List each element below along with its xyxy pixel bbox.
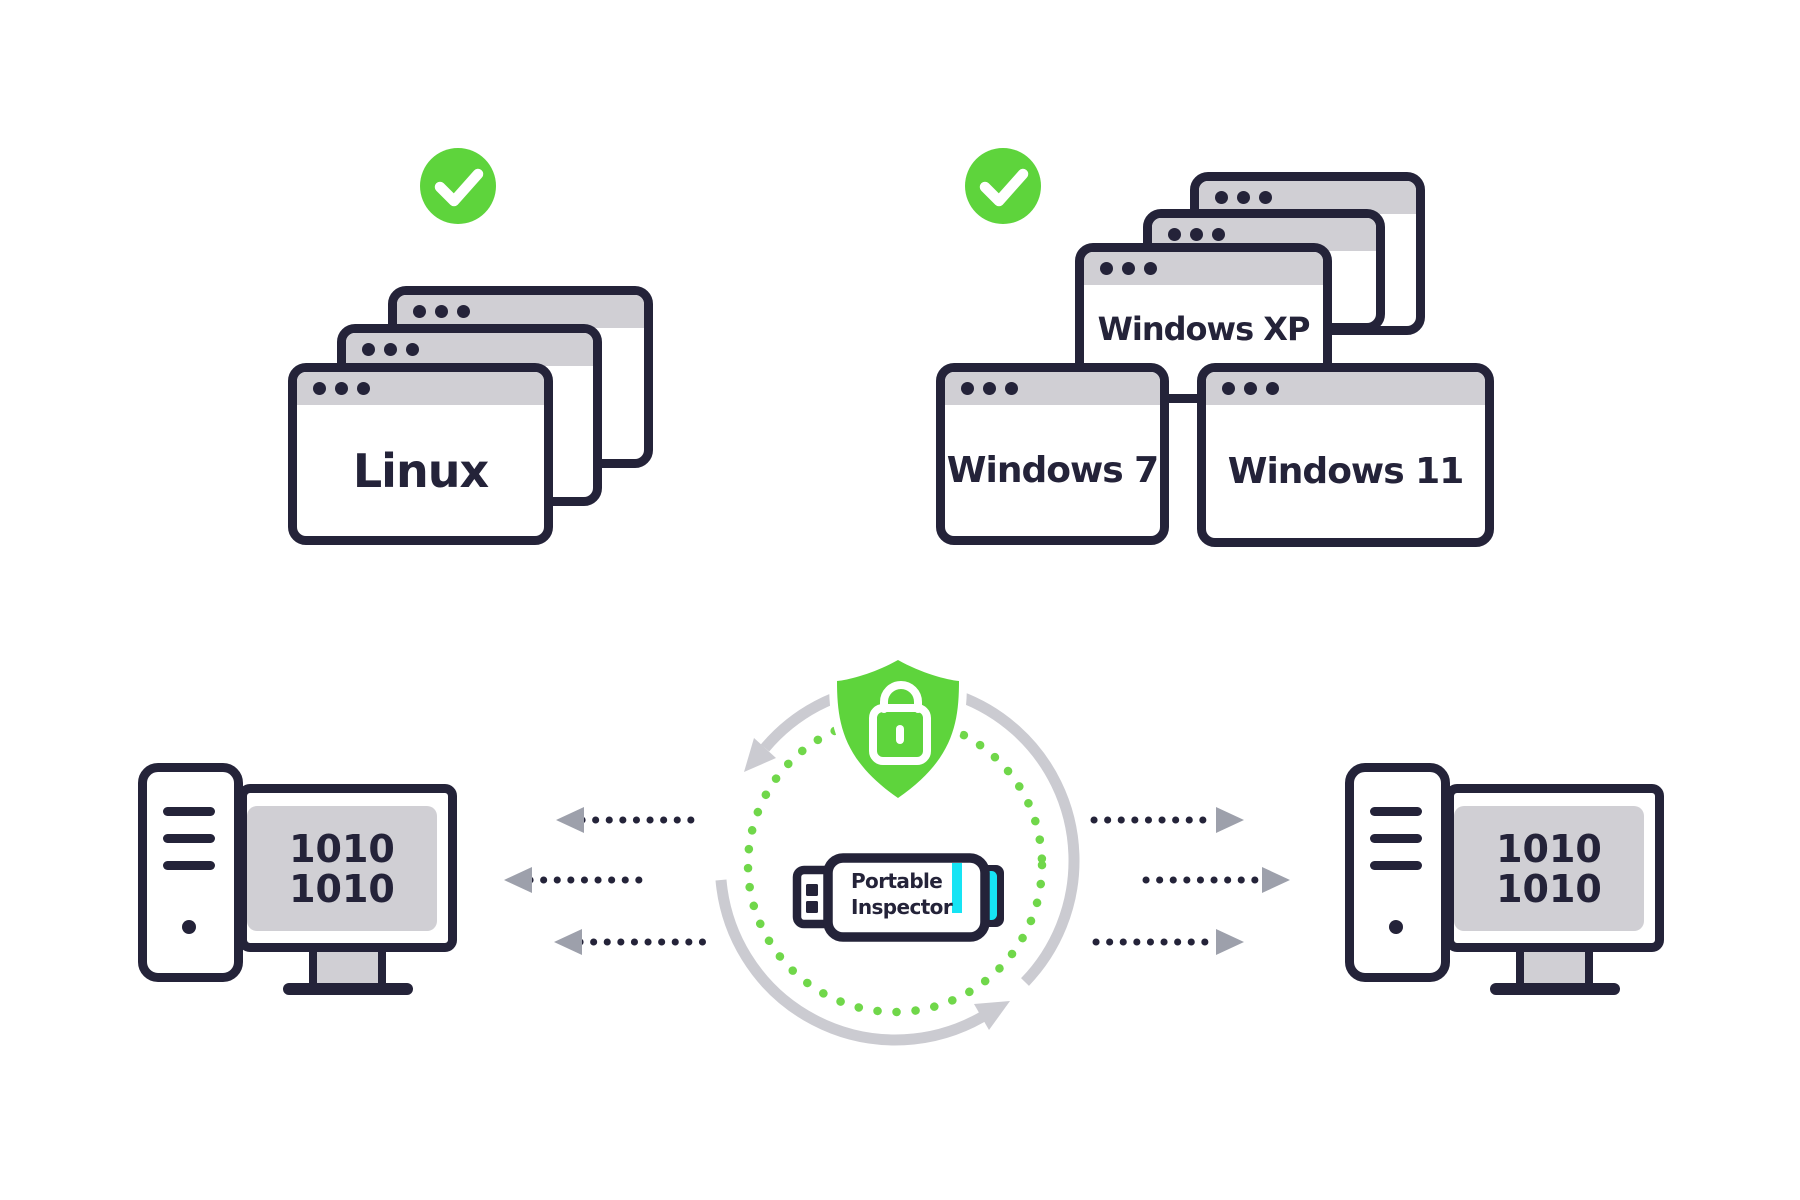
window-dot bbox=[335, 382, 348, 395]
monitor-stand-base bbox=[283, 983, 413, 995]
arrow-left-icon bbox=[556, 807, 584, 833]
window-dot bbox=[1005, 382, 1018, 395]
os-label-windows-7: Windows 7 bbox=[946, 450, 1159, 491]
usb-connector-pin bbox=[806, 884, 818, 896]
window-dot bbox=[1237, 191, 1250, 204]
window-windows-7: Windows 7 bbox=[936, 363, 1169, 545]
usb-connector-pin bbox=[806, 901, 818, 913]
window-dot bbox=[1100, 262, 1113, 275]
window-dot bbox=[357, 382, 370, 395]
window-dot bbox=[983, 382, 996, 395]
check-circle-bg bbox=[965, 148, 1041, 224]
monitor-stand-base bbox=[1490, 983, 1620, 995]
window-dot bbox=[1122, 262, 1135, 275]
tower-power-dot bbox=[1389, 920, 1403, 934]
window-titlebar bbox=[945, 372, 1160, 405]
window-titlebar bbox=[397, 295, 644, 328]
right-arrowheads bbox=[1216, 807, 1290, 955]
window-dot bbox=[961, 382, 974, 395]
tower-vent bbox=[1370, 861, 1422, 870]
window-dot bbox=[1215, 191, 1228, 204]
window-titlebar bbox=[297, 372, 544, 405]
arrow-right-icon bbox=[1216, 929, 1244, 955]
window-dot bbox=[406, 343, 419, 356]
tower-vent bbox=[1370, 807, 1422, 816]
monitor: 1010 1010 bbox=[238, 784, 457, 952]
arrow-left-icon bbox=[504, 867, 532, 893]
window-titlebar bbox=[1199, 181, 1416, 214]
arrow-right-icon bbox=[1262, 867, 1290, 893]
monitor-screen: 1010 1010 bbox=[1454, 806, 1644, 931]
usb-label-line1: Portable bbox=[851, 869, 942, 893]
sync-arrowhead-bottom bbox=[974, 1001, 1010, 1030]
lock-keyhole bbox=[896, 725, 904, 744]
tower-vent bbox=[163, 861, 215, 870]
lock-shackle bbox=[880, 681, 922, 713]
check-glyph bbox=[979, 168, 1029, 207]
window-dot bbox=[313, 382, 326, 395]
monitor-stand-neck bbox=[309, 948, 386, 984]
check-circle-bg bbox=[420, 148, 496, 224]
check-circle-icon bbox=[420, 148, 496, 224]
window-dot bbox=[384, 343, 397, 356]
window-titlebar bbox=[1206, 372, 1485, 405]
binary-line: 1010 bbox=[1496, 866, 1602, 911]
tower bbox=[1345, 763, 1450, 982]
right-dotted-arrows bbox=[1090, 816, 1266, 946]
tower-power-dot bbox=[182, 920, 196, 934]
tower-vent bbox=[163, 834, 215, 843]
window-dot bbox=[1190, 228, 1203, 241]
lock-body bbox=[869, 704, 931, 765]
left-dotted-arrows bbox=[526, 816, 708, 946]
window-titlebar bbox=[346, 333, 593, 366]
window-dot bbox=[1266, 382, 1279, 395]
os-label-windows-xp: Windows XP bbox=[1097, 309, 1311, 348]
monitor-stand-neck bbox=[1516, 948, 1593, 984]
os-label-linux: Linux bbox=[352, 443, 489, 498]
window-dot bbox=[1144, 262, 1157, 275]
window-dot bbox=[435, 305, 448, 318]
sync-arrowhead-top bbox=[744, 738, 776, 772]
tower-vent bbox=[1370, 834, 1422, 843]
dotted-circle bbox=[743, 713, 1047, 1017]
usb-body bbox=[823, 853, 990, 942]
left-arrowheads bbox=[504, 807, 584, 955]
window-dot bbox=[457, 305, 470, 318]
usb-drive-icon: Portable Inspector bbox=[792, 853, 1004, 942]
window-dot bbox=[362, 343, 375, 356]
shield-lock-icon bbox=[828, 650, 968, 808]
window-dot bbox=[413, 305, 426, 318]
window-dot bbox=[1259, 191, 1272, 204]
window-titlebar bbox=[1084, 252, 1323, 285]
binary-line: 1010 bbox=[289, 866, 395, 911]
sync-arc-bottom bbox=[715, 879, 985, 1046]
window-dot bbox=[1168, 228, 1181, 241]
monitor-screen: 1010 1010 bbox=[247, 806, 437, 931]
usb-body-accent bbox=[952, 863, 962, 913]
monitor: 1010 1010 bbox=[1445, 784, 1664, 952]
usb-label-line2: Inspector bbox=[851, 895, 953, 919]
os-label-windows-11: Windows 11 bbox=[1227, 451, 1465, 492]
window-linux: Linux bbox=[288, 363, 553, 545]
binary-line: 1010 bbox=[289, 826, 395, 871]
check-glyph bbox=[434, 168, 484, 207]
window-dot bbox=[1212, 228, 1225, 241]
window-dot bbox=[1222, 382, 1235, 395]
binary-line: 1010 bbox=[1496, 826, 1602, 871]
arrow-left-icon bbox=[554, 929, 582, 955]
tower-vent bbox=[163, 807, 215, 816]
window-windows-11: Windows 11 bbox=[1197, 363, 1494, 547]
window-dot bbox=[1244, 382, 1257, 395]
check-circle-icon bbox=[965, 148, 1041, 224]
tower bbox=[138, 763, 243, 982]
arrow-right-icon bbox=[1216, 807, 1244, 833]
